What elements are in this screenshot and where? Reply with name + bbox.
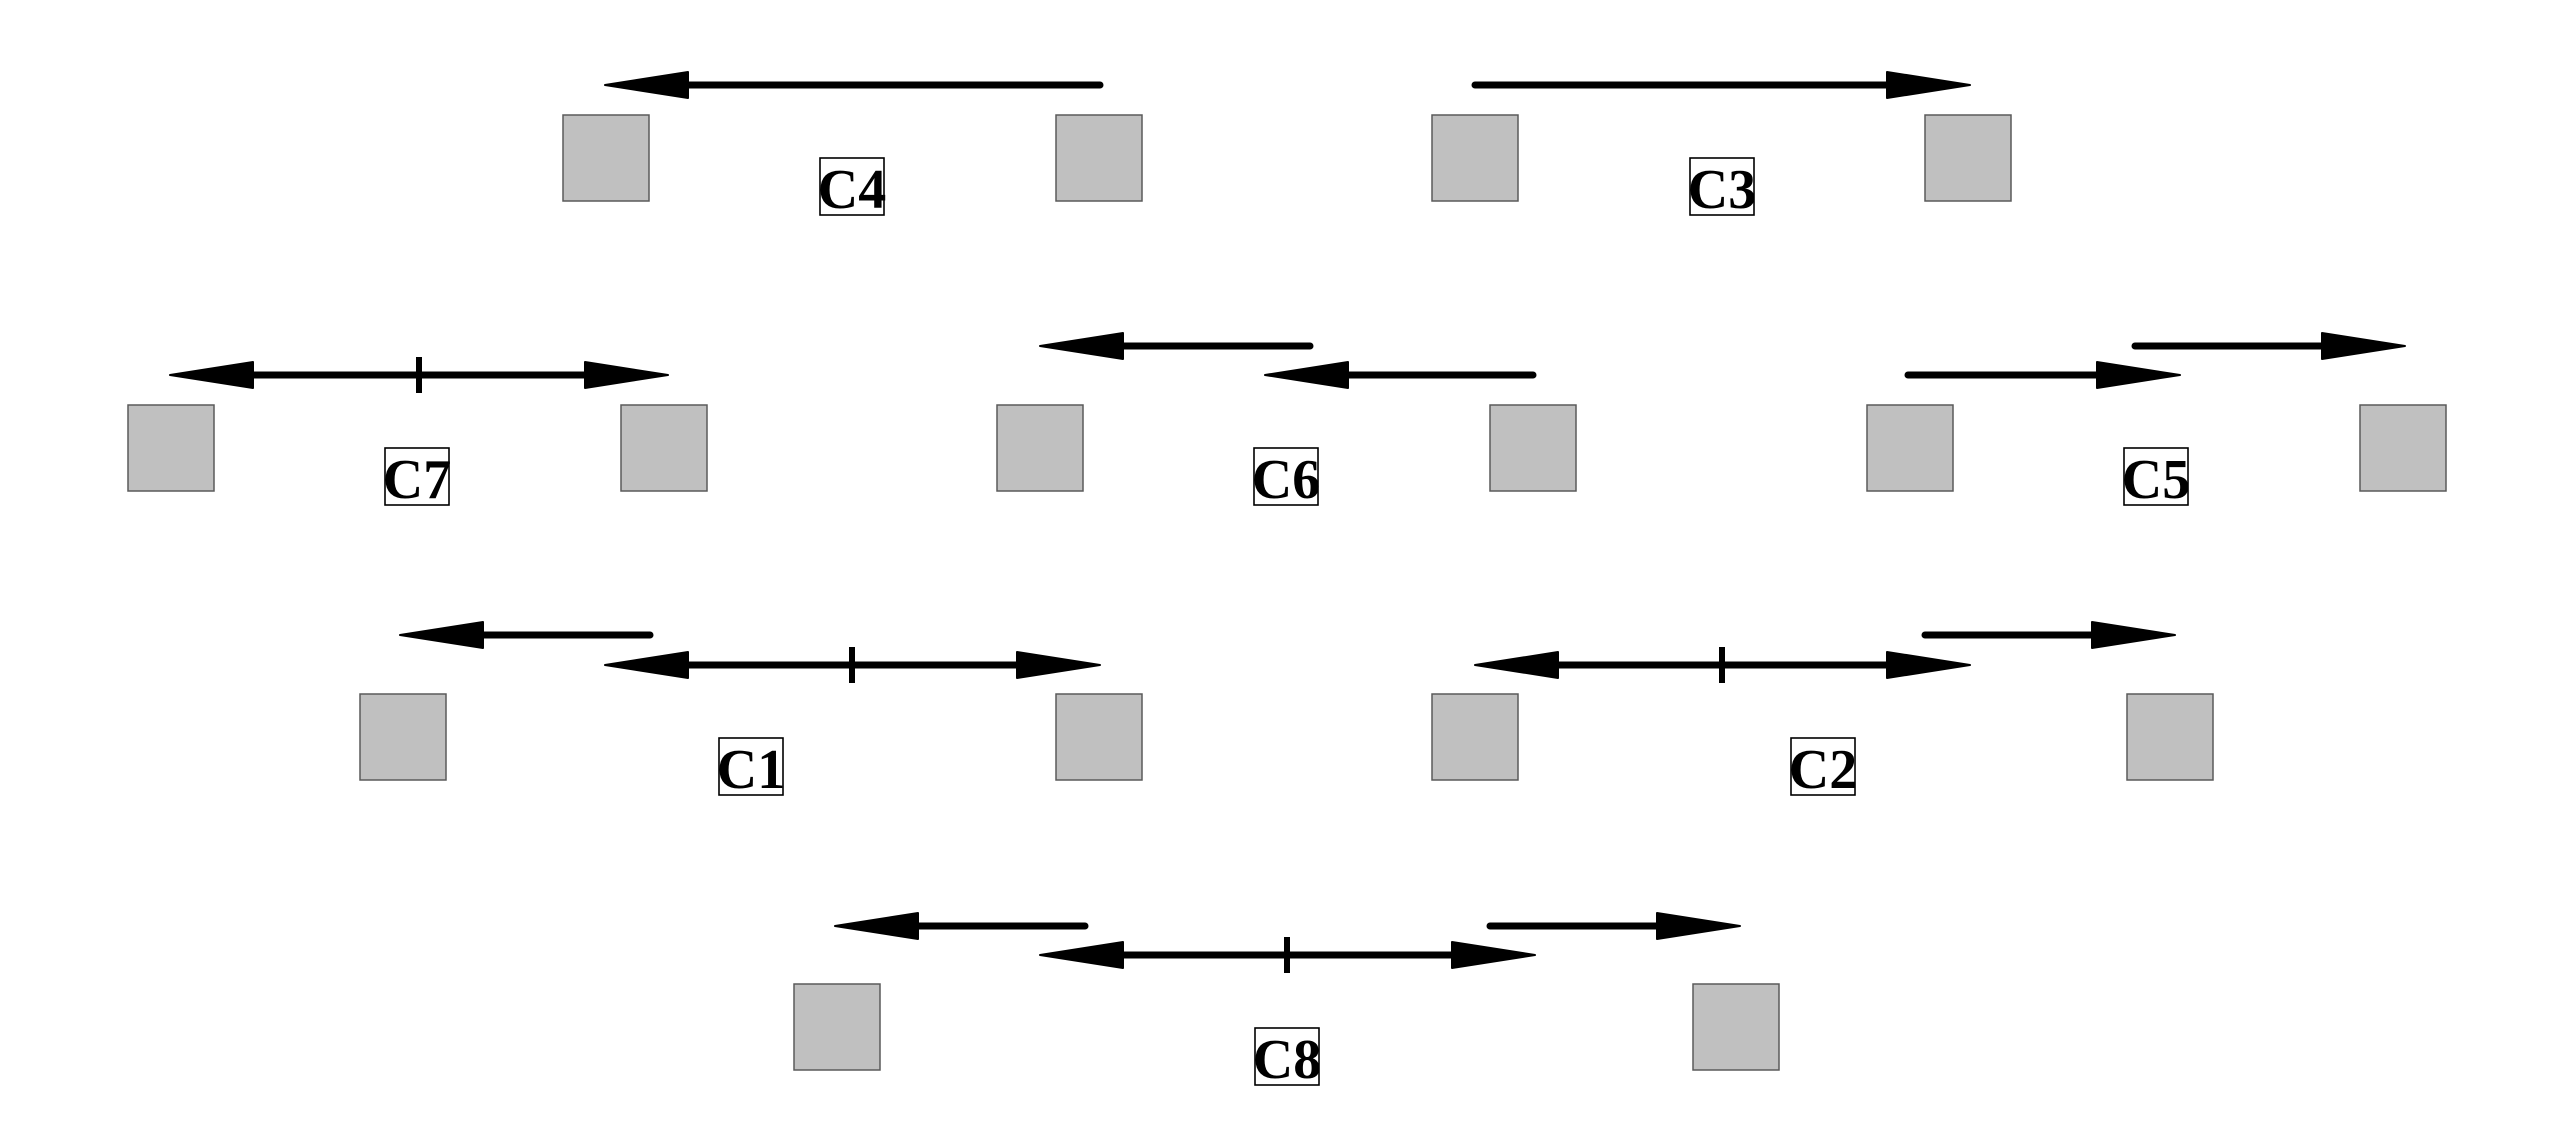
right-block xyxy=(1055,114,1143,202)
label-frame xyxy=(2123,447,2189,506)
right-block xyxy=(1692,983,1780,1071)
label-frame xyxy=(1790,737,1856,796)
upper-left-arrow xyxy=(834,912,1089,940)
left-arrow xyxy=(604,71,1104,99)
left-block xyxy=(1866,404,1954,492)
upper-left-arrow xyxy=(1039,332,1314,360)
case-label-c4: C4 xyxy=(818,159,886,221)
label-frame xyxy=(1254,1027,1320,1086)
double-arrow xyxy=(604,647,1101,683)
upper-right-arrow xyxy=(1486,912,1741,940)
label-frame xyxy=(1689,157,1755,216)
left-block xyxy=(996,404,1084,492)
case-label-c7: C7 xyxy=(383,449,451,511)
right-block xyxy=(1489,404,1577,492)
case-c8: C8 xyxy=(793,912,1780,1091)
case-label-c3: C3 xyxy=(1688,159,1756,221)
upper-right-arrow xyxy=(1921,621,2176,649)
double-arrow xyxy=(1474,647,1971,683)
lower-right-arrow xyxy=(1904,361,2181,389)
right-block xyxy=(1055,693,1143,781)
label-frame xyxy=(718,737,784,796)
case-c7: C7 xyxy=(127,357,708,511)
case-label-c8: C8 xyxy=(1253,1029,1321,1091)
left-block xyxy=(793,983,881,1071)
case-c2: C2 xyxy=(1431,621,2214,801)
right-block xyxy=(2359,404,2447,492)
left-block xyxy=(1431,114,1519,202)
case-label-c1: C1 xyxy=(717,739,785,801)
double-arrow xyxy=(169,357,669,393)
left-block xyxy=(1431,693,1519,781)
left-block xyxy=(127,404,215,492)
upper-left-arrow xyxy=(399,621,654,649)
right-block xyxy=(1924,114,2012,202)
right-arrow xyxy=(1471,71,1971,99)
left-block xyxy=(562,114,650,202)
double-arrow xyxy=(1039,937,1536,973)
case-label-c6: C6 xyxy=(1252,449,1320,511)
case-c4: C4 xyxy=(562,71,1143,221)
label-frame xyxy=(819,157,885,216)
case-c3: C3 xyxy=(1431,71,2012,221)
upper-right-arrow xyxy=(2131,332,2406,360)
case-c6: C6 xyxy=(996,332,1577,511)
left-block xyxy=(359,693,447,781)
label-frame xyxy=(1253,447,1319,506)
right-block xyxy=(620,404,708,492)
case-label-c5: C5 xyxy=(2122,449,2190,511)
lower-left-arrow xyxy=(1264,361,1537,389)
case-c5: C5 xyxy=(1866,332,2447,511)
case-label-c2: C2 xyxy=(1789,739,1857,801)
case-c1: C1 xyxy=(359,621,1143,801)
label-frame xyxy=(384,447,450,506)
right-block xyxy=(2126,693,2214,781)
